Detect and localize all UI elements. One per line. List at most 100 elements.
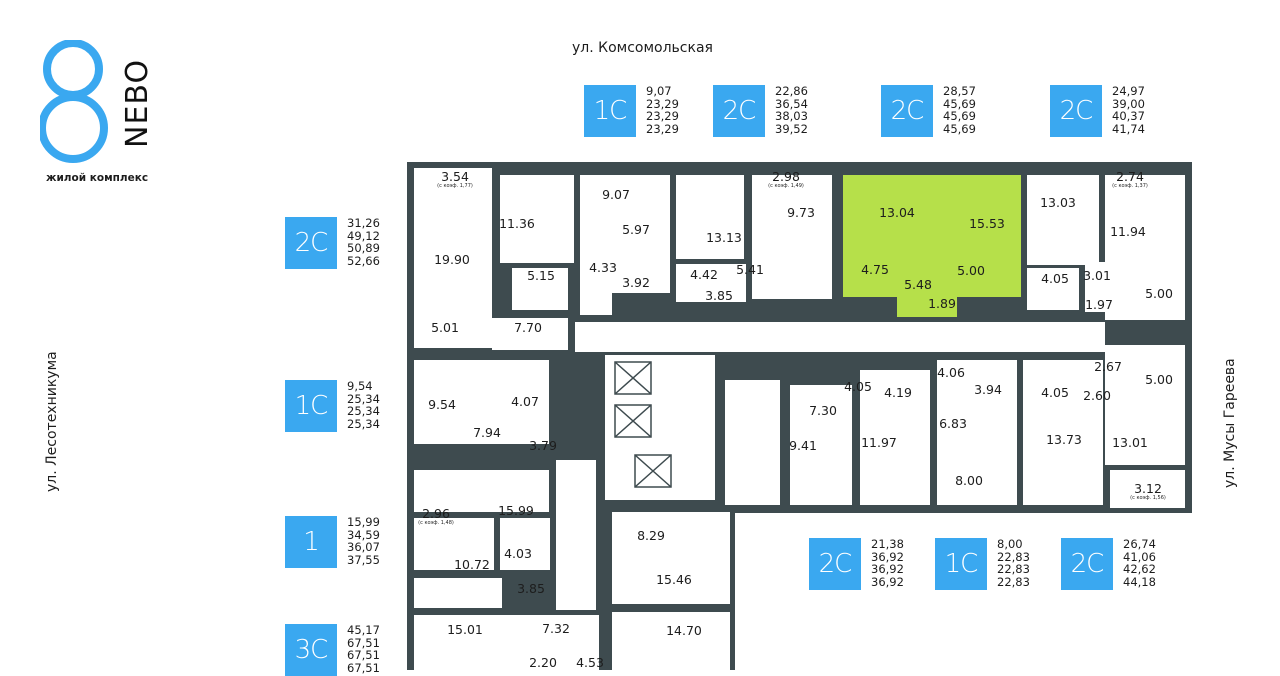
area-value: 45,17 <box>347 623 380 637</box>
room-area-label: 13.13 <box>706 231 742 244</box>
room-area: 4.06 <box>937 365 965 380</box>
room-area-label: 14.70 <box>666 624 702 637</box>
room-area: 9.73 <box>787 205 815 220</box>
room-area-label: 13.04 <box>879 206 915 219</box>
room-area-label: 2.67 <box>1094 360 1122 373</box>
apartment-type-badge: 2С <box>809 538 861 590</box>
room-area: 4.07 <box>511 394 539 409</box>
room-area: 11.94 <box>1110 224 1146 239</box>
area-value: 50,89 <box>347 241 380 255</box>
room-area-label: 5.97 <box>622 223 650 236</box>
room-area: 5.15 <box>527 268 555 283</box>
room-area: 2.20 <box>529 655 557 670</box>
room-area: 6.83 <box>939 416 967 431</box>
room-area-label: 15.53 <box>969 216 1005 231</box>
room-area-label: 11.36 <box>499 217 535 230</box>
area-value: 34,59 <box>347 527 380 542</box>
room-area-label: 5.15 <box>527 268 555 283</box>
room-area: 15.01 <box>447 622 483 637</box>
room-area-label: 5.41 <box>736 263 764 276</box>
room-area: 15.53 <box>969 216 1005 231</box>
room-area-label: 1.89 <box>928 297 956 310</box>
room-area-label: 2.20 <box>529 655 557 670</box>
room-area-label: 5.00 <box>957 264 985 277</box>
room-area-label: 3.54(с коэф. 1,77) <box>437 170 473 189</box>
room-area-label: 11.94 <box>1110 224 1146 239</box>
room-area-label: 19.90 <box>434 252 470 267</box>
room-area: 5.00 <box>1145 286 1173 301</box>
area-value: 45,69 <box>943 121 976 136</box>
apartment-type-badge: 3С <box>285 624 337 676</box>
area-value: 67,51 <box>347 660 380 675</box>
room-area: 19.90 <box>434 252 470 267</box>
room-area: 4.05 <box>844 379 872 394</box>
apartment-type-badge: 2С <box>1061 538 1113 590</box>
room-area-label: 4.19 <box>884 385 912 400</box>
room-area: 5.00 <box>1145 372 1173 387</box>
room-area: 5.01 <box>431 320 459 335</box>
area-value: 36,54 <box>775 96 808 111</box>
room-area-label: 3.79 <box>529 439 557 452</box>
room-area: 2.96 <box>422 506 450 521</box>
area-value: 42,62 <box>1123 562 1156 576</box>
room-area: 2.74 <box>1116 169 1144 184</box>
room-area-label: 3.94 <box>974 383 1002 396</box>
room-area-label: 9.07 <box>602 188 630 201</box>
room-area-label: 11.97 <box>861 436 897 449</box>
room-area-label: 2.60 <box>1083 389 1111 402</box>
area-value: 49,12 <box>347 228 380 243</box>
room-area: 7.30 <box>809 403 837 418</box>
room-area-label: 8.00 <box>955 473 983 488</box>
elevator-icons <box>614 361 672 488</box>
room-area-label: 7.32 <box>542 622 570 635</box>
room-area: 8.00 <box>955 473 983 488</box>
room-area-label: 4.53 <box>576 656 604 669</box>
room-area-label: 5.00 <box>1145 372 1173 387</box>
area-value: 9,54 <box>347 379 373 393</box>
area-value: 36,92 <box>871 562 904 576</box>
room-area: 4.19 <box>884 385 912 400</box>
area-value: 67,51 <box>347 648 380 662</box>
room-area-label: 4.75 <box>861 262 889 277</box>
area-value: 41,06 <box>1123 549 1156 564</box>
room-area-label: 3.12(с коэф. 1,56) <box>1130 482 1166 501</box>
area-value: 22,86 <box>775 84 808 98</box>
room-area-label: 15.01 <box>447 622 483 637</box>
apartment-type-badge: 2С <box>285 217 337 269</box>
area-value: 28,57 <box>943 84 976 98</box>
area-value: 25,34 <box>347 416 380 431</box>
area-value: 24,97 <box>1112 84 1145 98</box>
room-area-label: 2.96(с коэф. 1,48) <box>418 506 454 526</box>
room-area-label: 5.01 <box>431 320 459 335</box>
area-value: 44,18 <box>1123 574 1156 589</box>
balcony-coefficient: (с коэф. 1,37) <box>1112 183 1148 189</box>
room-area: 1.97 <box>1085 297 1113 312</box>
street-top: ул. Комсомольская <box>572 40 713 56</box>
area-value: 25,34 <box>347 391 380 406</box>
room-area: 2.98 <box>772 169 800 184</box>
rooms <box>414 168 1185 670</box>
room-area: 4.75 <box>861 262 889 277</box>
room-area: 4.05 <box>1041 385 1069 400</box>
area-value: 41,74 <box>1112 121 1145 136</box>
area-value: 45,69 <box>943 96 976 111</box>
room-area: 4.33 <box>589 260 617 275</box>
logo-eight-icon <box>38 39 108 163</box>
area-value: 52,66 <box>347 253 380 268</box>
room-area-label: 2.74(с коэф. 1,37) <box>1112 169 1148 189</box>
area-value: 23,29 <box>646 121 679 136</box>
room-area-label: 4.05 <box>1041 385 1069 400</box>
apartment-type-badge: 2С <box>1050 85 1102 137</box>
room-area: 13.73 <box>1046 432 1082 447</box>
room-area: 7.94 <box>473 425 501 440</box>
room-area: 3.01 <box>1083 268 1111 283</box>
room-area: 8.29 <box>637 528 665 543</box>
